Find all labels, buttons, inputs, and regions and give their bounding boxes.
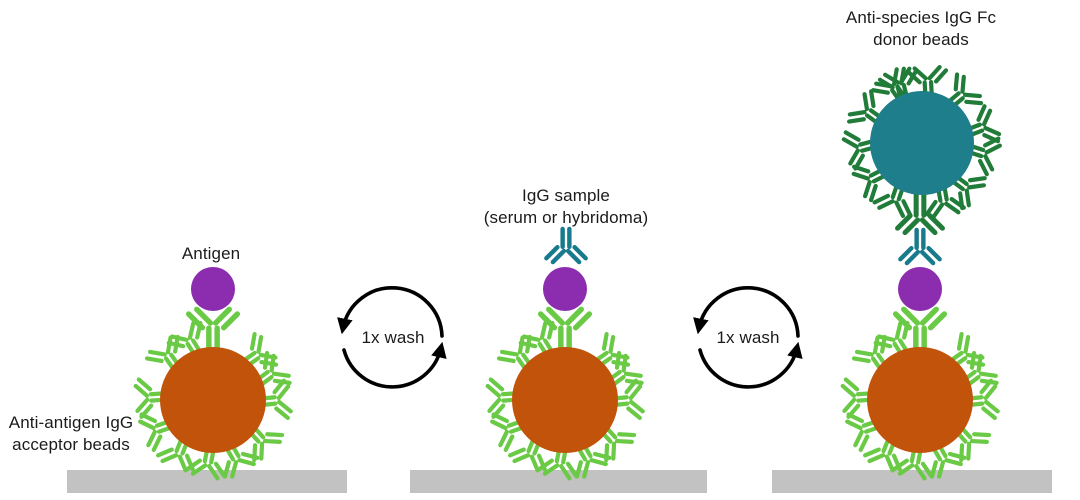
wash-cycle-icon-1 (337, 286, 447, 389)
antigen-label: Antigen (182, 243, 240, 265)
wash-label-1-text: 1x wash (361, 328, 425, 347)
sample-igg-antibody-icon (900, 230, 939, 263)
assay-surfaces (67, 470, 1052, 493)
antigen-label-text: Antigen (181, 244, 241, 263)
wash-label-2-text: 1x wash (716, 328, 780, 347)
wash-label-1: 1x wash (361, 327, 424, 349)
antigen-circle (191, 267, 235, 311)
igg-sample-label: IgG sample (serum or hybridoma) (484, 185, 649, 229)
antigen-circle (543, 267, 587, 311)
step3-donor-bead-assembly (842, 66, 1002, 480)
antigen-circle (898, 267, 942, 311)
wash-label-2: 1x wash (716, 327, 779, 349)
wash-arc-bottom (342, 341, 447, 389)
acceptor-beads-label: Anti-antigen IgG acceptor beads (9, 412, 133, 456)
step1-acceptor-bead-assembly (135, 267, 292, 480)
donor-beads-label: Anti-species IgG Fc donor beads (846, 7, 996, 51)
wash-arc-bottom (698, 341, 803, 389)
wash-arc-top (337, 286, 444, 338)
surface-bar-3 (772, 470, 1052, 493)
donor-bead-subassembly (842, 66, 1002, 233)
wash-cycle-icon-2 (693, 286, 803, 389)
sample-igg-antibody-icon (546, 229, 585, 262)
donor-beads-label-line2: donor beads (873, 30, 969, 49)
donor-bead-circle (870, 91, 974, 195)
acceptor-bead-circle (160, 347, 266, 453)
acceptor-beads-label-line1: Anti-antigen IgG (8, 413, 134, 432)
acceptor-bead-circle (867, 347, 973, 453)
surface-bar-1 (67, 470, 347, 493)
wash-arc-top (693, 286, 800, 338)
surface-bar-2 (410, 470, 707, 493)
acceptor-bead-circle (512, 347, 618, 453)
step2-sample-bound-assembly (487, 229, 644, 480)
igg-sample-label-line1: IgG sample (522, 186, 610, 205)
igg-sample-label-line2: (serum or hybridoma) (483, 208, 649, 227)
donor-beads-label-line1: Anti-species IgG Fc (845, 8, 997, 27)
acceptor-beads-label-line2: acceptor beads (12, 435, 130, 454)
